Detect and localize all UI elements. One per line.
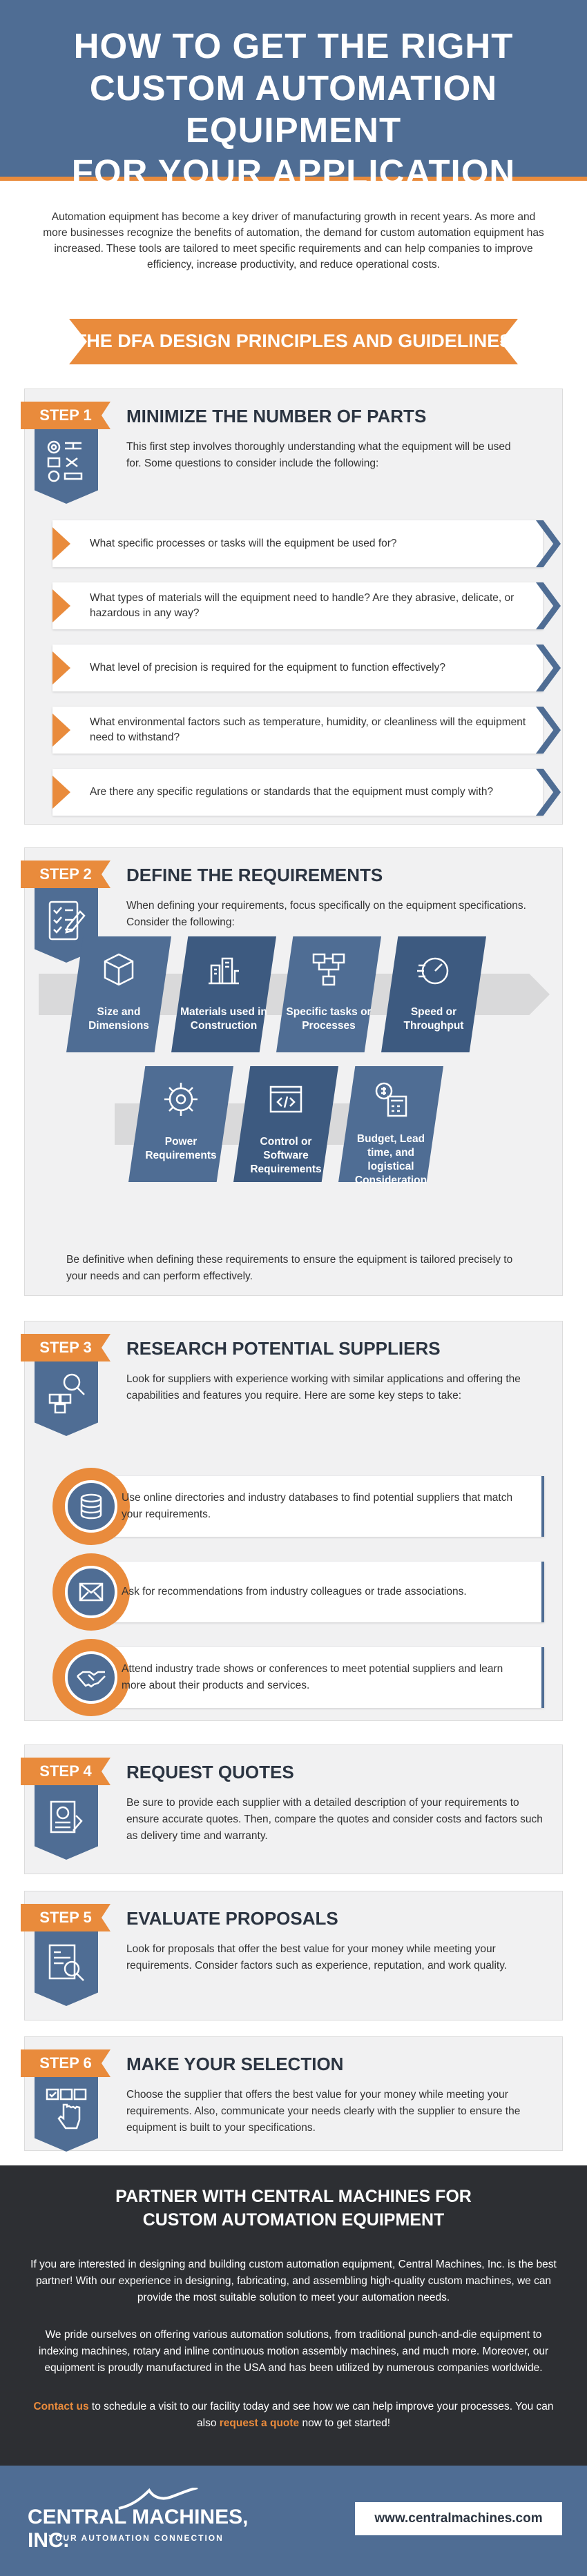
supplier-search-icon bbox=[35, 1361, 98, 1436]
question-item: What specific processes or tasks will th… bbox=[52, 520, 561, 567]
step-6-body: Choose the supplier that offers the best… bbox=[126, 2089, 521, 2134]
step-5-panel: STEP 5 EVALUATE PROPOSALS Look for propo… bbox=[21, 1891, 563, 2021]
step-tag: STEP 5 bbox=[21, 1904, 110, 1931]
step-1-panel: STEP 1 MINIMIZE THE NUMBER OF PARTS This… bbox=[21, 389, 563, 825]
req-card-tasks: Specific tasks or Processes bbox=[276, 936, 381, 1052]
step-4-panel: STEP 4 REQUEST QUOTES Be sure to provide… bbox=[21, 1744, 563, 1874]
step-3-panel: STEP 3 RESEARCH POTENTIAL SUPPLIERS Look… bbox=[21, 1321, 563, 1721]
step-title: EVALUATE PROPOSALS bbox=[126, 1908, 338, 1929]
code-window-icon bbox=[269, 1085, 302, 1113]
handshake-icon bbox=[77, 1671, 106, 1688]
quote-document-icon bbox=[35, 1785, 98, 1860]
evaluate-document-icon bbox=[35, 1931, 98, 2006]
question-item: What level of precision is required for … bbox=[52, 645, 561, 691]
step-title: RESEARCH POTENTIAL SUPPLIERS bbox=[126, 1338, 441, 1359]
page-title: HOW TO GET THE RIGHT CUSTOM AUTOMATION E… bbox=[71, 26, 516, 192]
step-1-body: This first step involves thoroughly unde… bbox=[126, 441, 511, 469]
step-tag: STEP 3 bbox=[21, 1334, 110, 1361]
intro-paragraph: Automation equipment has become a key dr… bbox=[43, 211, 544, 271]
req-card-size: Size and Dimensions bbox=[66, 936, 171, 1052]
step-tag: STEP 4 bbox=[21, 1758, 110, 1785]
req-card-software: Control or Software Requirements bbox=[233, 1066, 338, 1182]
company-logo[interactable]: CENTRAL MACHINES, INC. YOUR AUTOMATION C… bbox=[28, 2488, 256, 2554]
box-icon bbox=[104, 953, 134, 986]
gear-icon bbox=[164, 1083, 198, 1116]
logo-tagline: YOUR AUTOMATION CONNECTION bbox=[48, 2533, 224, 2543]
speedometer-icon bbox=[417, 957, 449, 985]
dfa-banner: THE DFA DESIGN PRINCIPLES AND GUIDELINES bbox=[69, 319, 518, 364]
step-tag: STEP 6 bbox=[21, 2049, 110, 2077]
website-link[interactable]: www.centralmachines.com bbox=[355, 2502, 562, 2535]
partner-section: PARTNER WITH CENTRAL MACHINES FOR CUSTOM… bbox=[0, 2165, 587, 2466]
logo-name: CENTRAL MACHINES, INC. bbox=[28, 2506, 249, 2552]
question-item: What types of materials will the equipme… bbox=[52, 582, 561, 629]
partner-cta: Contact us to schedule a visit to our fa… bbox=[33, 2401, 554, 2429]
step-3-body: Look for suppliers with experience worki… bbox=[126, 1373, 521, 1402]
partner-paragraph-2: We pride ourselves on offering various a… bbox=[38, 2329, 549, 2374]
flowchart-icon bbox=[312, 953, 345, 986]
partner-paragraph-1: If you are interested in designing and b… bbox=[30, 2259, 557, 2303]
step-2-footer: Be definitive when defining these requir… bbox=[66, 1254, 513, 1282]
dfa-banner-label: THE DFA DESIGN PRINCIPLES AND GUIDELINES bbox=[75, 331, 512, 351]
hero-banner: HOW TO GET THE RIGHT CUSTOM AUTOMATION E… bbox=[0, 0, 587, 192]
step-2-body: When defining your requirements, focus s… bbox=[126, 900, 526, 928]
question-item: Are there any specific regulations or st… bbox=[52, 769, 561, 816]
step-tag: STEP 1 bbox=[21, 402, 110, 429]
materials-icon bbox=[209, 957, 239, 985]
supplier-item: Attend industry trade shows or conferenc… bbox=[52, 1639, 544, 1716]
req-card-power: Power Requirements bbox=[128, 1066, 233, 1182]
step-tag: STEP 2 bbox=[21, 861, 110, 888]
supplier-item: Ask for recommendations from industry co… bbox=[52, 1553, 544, 1631]
step-2-panel: STEP 2 DEFINE THE REQUIREMENTS When defi… bbox=[21, 847, 563, 1296]
envelope-icon bbox=[79, 1582, 104, 1602]
selection-hand-icon bbox=[35, 2077, 98, 2152]
database-icon bbox=[80, 1493, 102, 1520]
supplier-item: Use online directories and industry data… bbox=[52, 1468, 544, 1545]
calculator-money-icon bbox=[375, 1082, 407, 1117]
partner-title: PARTNER WITH CENTRAL MACHINES FOR CUSTOM… bbox=[115, 2187, 472, 2230]
step-title: REQUEST QUOTES bbox=[126, 1762, 294, 1782]
contact-us-link[interactable]: Contact us bbox=[33, 2401, 89, 2412]
step-title: DEFINE THE REQUIREMENTS bbox=[126, 865, 383, 885]
footer: CENTRAL MACHINES, INC. YOUR AUTOMATION C… bbox=[0, 2466, 587, 2576]
step-title: MINIMIZE THE NUMBER OF PARTS bbox=[126, 406, 427, 426]
step-6-panel: STEP 6 MAKE YOUR SELECTION Choose the su… bbox=[21, 2036, 563, 2152]
question-item: What environmental factors such as tempe… bbox=[52, 707, 561, 754]
parts-icon bbox=[35, 429, 98, 504]
req-card-materials: Materials used in Construction bbox=[171, 936, 276, 1052]
logo-swoosh-icon bbox=[118, 2488, 198, 2510]
step-4-body: Be sure to provide each supplier with a … bbox=[126, 1797, 543, 1842]
req-card-budget: Budget, Lead time, and logistical Consid… bbox=[338, 1066, 443, 1186]
step-title: MAKE YOUR SELECTION bbox=[126, 2054, 344, 2074]
request-quote-link[interactable]: request a quote bbox=[219, 2417, 300, 2429]
step-5-body: Look for proposals that offer the best v… bbox=[126, 1943, 508, 1972]
req-card-speed: Speed or Throughput bbox=[381, 936, 486, 1052]
